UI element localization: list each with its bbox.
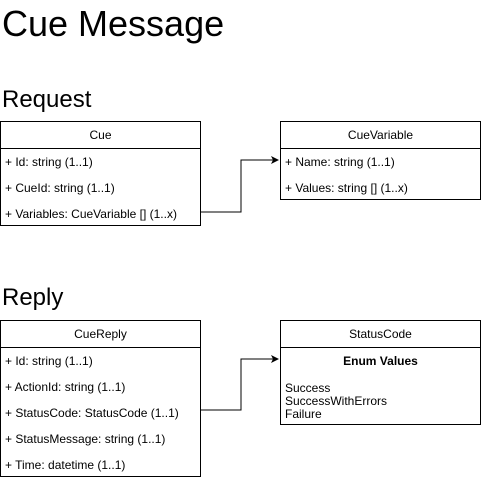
enum-values-list: Success SuccessWithErrors Failure	[281, 382, 480, 421]
enum-value-successwitherrors: SuccessWithErrors	[285, 394, 388, 408]
cue-field-cueid: + CueId: string (1..1)	[5, 181, 115, 195]
cuereply-field-statuscode: + StatusCode: StatusCode (1..1)	[5, 406, 179, 420]
statuscode-enum-name: StatusCode	[281, 321, 480, 348]
cue-class-name: Cue	[1, 122, 200, 149]
cuevariable-class-box[interactable]: CueVariable + Name: string (1..1) + Valu…	[280, 121, 481, 200]
variables-to-cuevariable-connector	[201, 156, 279, 213]
reply-heading: Reply	[2, 284, 64, 311]
cue-field-id: + Id: string (1..1)	[5, 155, 93, 169]
cuereply-field-time: + Time: datetime (1..1)	[5, 458, 126, 472]
page-title: Cue Message	[2, 3, 225, 44]
cuereply-field-actionid: + ActionId: string (1..1)	[5, 380, 126, 394]
statuscode-to-enum-connector	[201, 355, 279, 411]
cuereply-class-box[interactable]: CueReply + Id: string (1..1) + ActionId:…	[0, 320, 201, 477]
cuereply-class-name: CueReply	[1, 321, 200, 348]
cuevariable-field-values: + Values: string [] (1..x)	[285, 181, 408, 195]
request-heading: Request	[2, 86, 92, 113]
enum-value-success: Success	[285, 381, 331, 395]
statuscode-enum-box[interactable]: StatusCode Enum Values Success SuccessWi…	[280, 320, 481, 425]
cue-class-box[interactable]: Cue + Id: string (1..1) + CueId: string …	[0, 121, 201, 226]
cuereply-field-statusmessage: + StatusMessage: string (1..1)	[5, 432, 166, 446]
cuereply-field-id: + Id: string (1..1)	[5, 354, 93, 368]
cuevariable-class-name: CueVariable	[281, 122, 480, 149]
cue-field-variables: + Variables: CueVariable [] (1..x)	[5, 207, 177, 221]
cuevariable-field-name: + Name: string (1..1)	[285, 155, 395, 169]
enum-values-heading: Enum Values	[343, 354, 418, 368]
enum-value-failure: Failure	[285, 407, 322, 421]
